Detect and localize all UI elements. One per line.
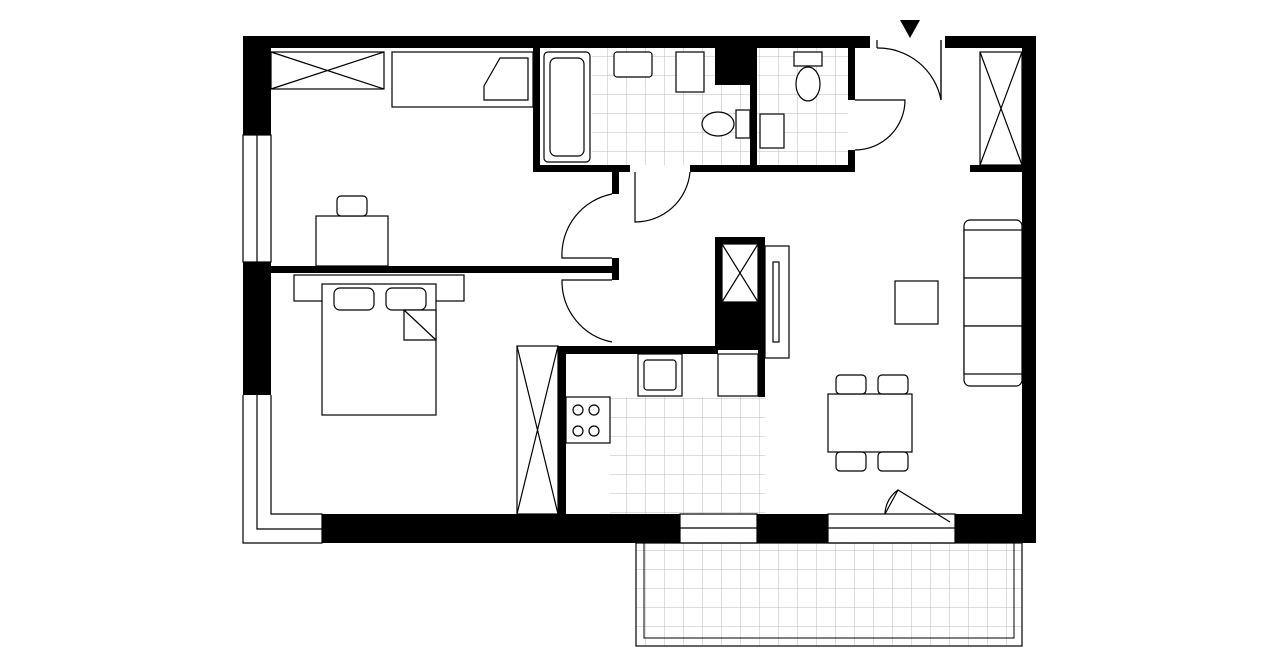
wc-toilet [795,66,821,102]
dining-table [827,393,913,453]
bathroom-sink [613,51,653,78]
entrance-marker-icon [900,20,920,38]
small-desk [315,215,389,267]
doors [561,20,951,523]
toilet-tank [735,109,751,139]
toilet [701,111,735,137]
outer-walls [243,36,1036,543]
wardrobes [270,51,1023,515]
wc-sink [759,113,785,149]
balcony [635,542,1023,647]
washing-machine [675,51,705,93]
furniture [293,51,1023,472]
interior-walls [271,48,1022,514]
coffee-table [894,280,939,325]
stove [565,396,611,444]
wc-toilet-tank [793,51,823,67]
windows [242,134,956,544]
